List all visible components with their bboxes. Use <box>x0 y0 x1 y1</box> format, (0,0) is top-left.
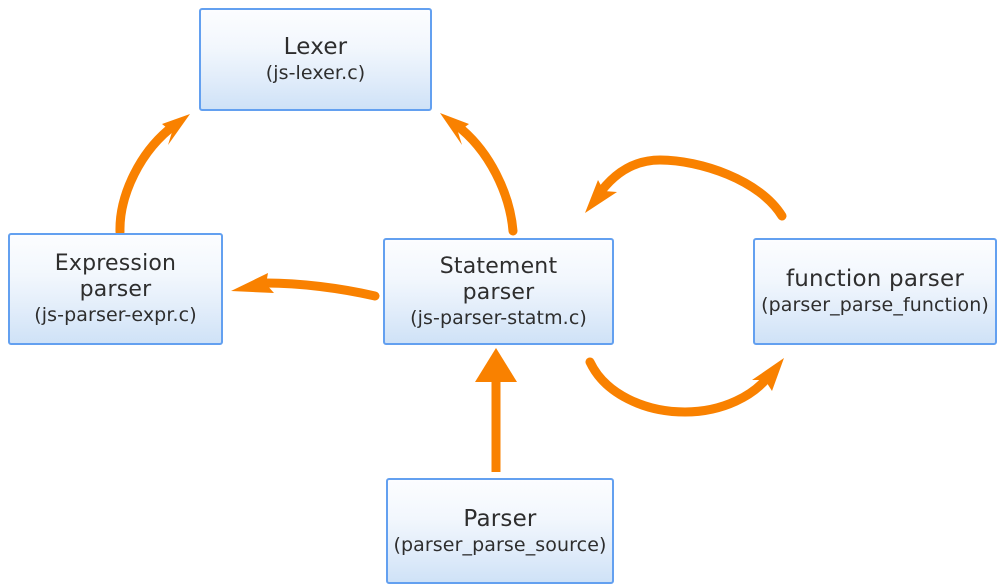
node-expression-parser-title-line2: parser <box>79 277 152 303</box>
node-function-parser-subtitle: (parser_parse_function) <box>761 294 989 317</box>
node-statement-parser-subtitle: (js-parser-statm.c) <box>410 306 587 329</box>
node-lexer[interactable]: Lexer (js-lexer.c) <box>199 8 432 111</box>
arrow-function-to-statement <box>585 155 787 221</box>
node-statement-parser[interactable]: Statement parser (js-parser-statm.c) <box>383 238 614 345</box>
node-lexer-subtitle: (js-lexer.c) <box>265 62 366 85</box>
arrow-parser-to-statement <box>475 348 517 472</box>
node-expression-parser-title: Expression <box>54 251 177 277</box>
node-statement-parser-title: Statement <box>439 253 558 279</box>
node-parser-title: Parser <box>463 505 537 532</box>
node-expression-parser-subtitle: (js-parser-expr.c) <box>34 304 197 327</box>
node-parser-subtitle: (parser_parse_source) <box>393 533 607 556</box>
arrow-expression-to-lexer <box>115 114 190 237</box>
arrow-statement-to-lexer <box>440 113 518 236</box>
arrow-statement-to-expression <box>231 273 380 301</box>
node-function-parser[interactable]: function parser (parser_parse_function) <box>753 238 997 345</box>
node-statement-parser-title-line2: parser <box>462 279 535 305</box>
node-function-parser-title: function parser <box>785 266 964 293</box>
arrow-statement-to-function <box>585 357 784 417</box>
node-expression-parser[interactable]: Expression parser (js-parser-expr.c) <box>8 233 223 345</box>
node-parser[interactable]: Parser (parser_parse_source) <box>386 478 614 584</box>
node-lexer-title: Lexer <box>283 34 348 61</box>
